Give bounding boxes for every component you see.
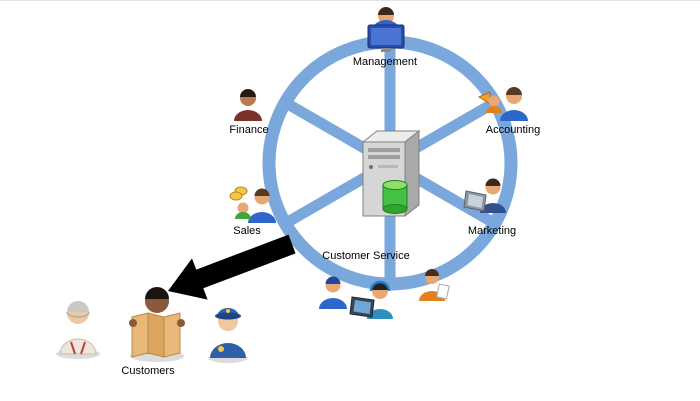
label-marketing: Marketing <box>467 225 517 237</box>
management-person-icon <box>367 7 405 52</box>
customer-police-icon <box>208 308 248 363</box>
label-management: Management <box>352 56 418 68</box>
coins-icon <box>229 186 248 201</box>
customer-elderly-icon <box>56 301 100 359</box>
label-customers: Customers <box>121 365 175 377</box>
marketing-person-icon <box>463 178 506 213</box>
label-finance: Finance <box>229 124 269 136</box>
map-icon <box>131 312 181 358</box>
server-icon <box>361 129 421 218</box>
database-icon <box>382 180 408 214</box>
customer-map-man-icon <box>129 287 185 362</box>
notepad-icon <box>436 283 450 300</box>
finance-person-icon <box>234 89 262 121</box>
customers-icons <box>56 287 248 363</box>
label-sales: Sales <box>233 225 261 237</box>
customer-service-icons <box>319 269 450 319</box>
badge-star-icon <box>218 346 224 352</box>
headset-icon <box>369 280 391 292</box>
label-customer-service: Customer Service <box>322 250 410 262</box>
sales-person-icon <box>229 186 276 223</box>
arrow-to-customers <box>168 234 296 300</box>
label-accounting: Accounting <box>485 124 541 136</box>
accounting-person-icon <box>477 87 528 121</box>
